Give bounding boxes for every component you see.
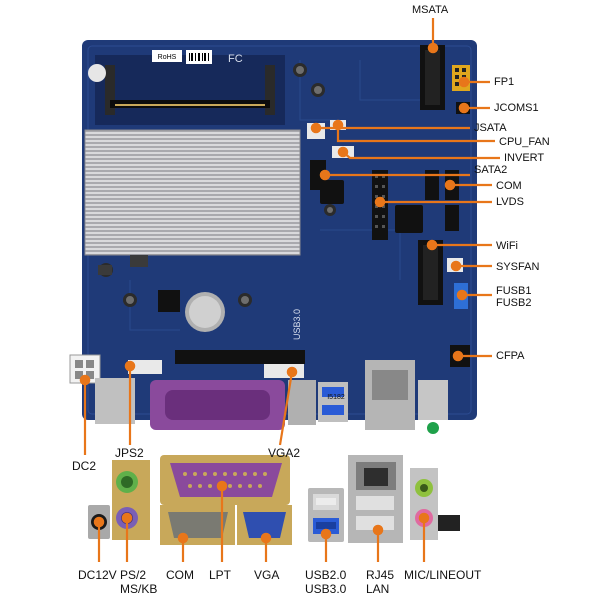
callout-arrows [79,18,500,562]
label-dc2: DC2 [72,459,97,473]
fp1-header [452,65,470,91]
label-usb20: USB2.0 [305,568,347,582]
label-sata2: SATA2 [474,164,508,176]
board-bracket-left [95,378,135,424]
rear-io-panel [88,455,460,545]
vga-board [288,380,316,425]
label-ps2: PS/2 [120,568,147,582]
label-invert: INVERT [504,152,545,164]
label-fusb2: FUSB2 [496,297,532,309]
label-mic-lineout: MIC/LINEOUT [404,568,482,582]
label-vga2: VGA2 [268,446,301,460]
label-sysfan: SYSFAN [496,261,540,273]
warranty-seal [88,64,106,82]
label-fusb1: FUSB1 [496,285,532,297]
label-cpu-fan: CPU_FAN [499,136,550,148]
heatsink [85,130,300,255]
label-cfpa: CFPA [496,350,525,362]
arrow-cpu-fan [332,119,495,143]
label-com-right: COM [496,180,522,192]
chip [395,205,423,233]
rohs-text: RoHS [158,54,177,61]
label-lvds: LVDS [496,196,524,208]
jps2-header [128,360,162,374]
label-wifi: WiFi [496,240,518,252]
label-mskb: MS/KB [120,582,158,596]
vga2-header [264,364,304,378]
label-jps2: JPS2 [115,446,144,460]
label-rj45: RJ45 [366,568,395,582]
audio-board [418,380,448,420]
usb30-silk: USB3.0 [292,309,302,340]
arrow-invert [337,146,500,160]
label-lpt: LPT [209,568,232,582]
jsata-connector [307,123,325,139]
label-jcoms1: JCOMS1 [494,102,539,114]
pin-header-row [175,350,305,364]
label-vga: VGA [254,568,280,582]
label-msata: MSATA [412,4,449,16]
label-jsata: JSATA [474,122,507,134]
fc-mark: FC [228,53,243,65]
lvds-header [372,170,388,240]
sodimm-slot [95,55,285,125]
label-lan: LAN [366,582,390,596]
label-usb30: USB3.0 [305,582,347,596]
label-dc12v: DC12V [78,568,117,582]
sata2-port [310,160,326,190]
label-fp1: FP1 [494,76,515,88]
label-com-io: COM [166,568,194,582]
arrow-vga2 [278,366,298,446]
board-model-text: I5182 [327,394,345,401]
rohs-sticker [152,50,182,62]
